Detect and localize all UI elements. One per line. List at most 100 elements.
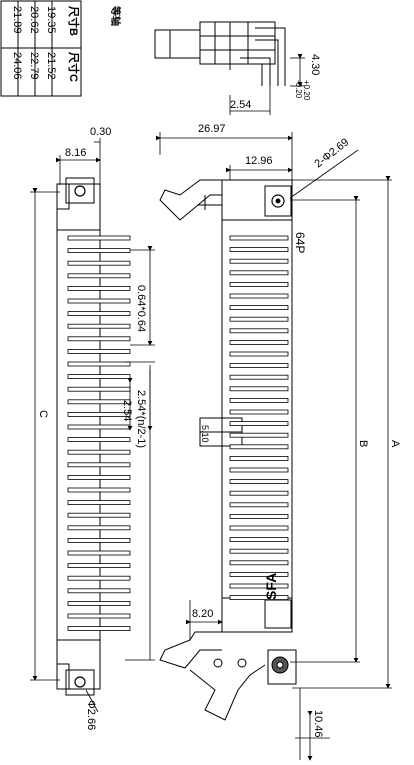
table-cell: 24.06 (11, 52, 23, 80)
pin (67, 462, 131, 468)
pin (67, 235, 131, 241)
pin (229, 548, 289, 554)
pin (229, 595, 289, 600)
dim-b: B (357, 440, 369, 447)
pin (229, 247, 289, 253)
pin (229, 305, 289, 311)
pin (229, 397, 289, 403)
pin (67, 512, 131, 518)
pin (229, 502, 289, 508)
pin (229, 316, 289, 322)
pin (67, 323, 131, 329)
pin (229, 467, 289, 473)
pin (67, 399, 131, 405)
left-view-dims (30, 188, 155, 713)
pin (229, 409, 289, 415)
pin (67, 411, 131, 417)
pin (67, 260, 131, 266)
pin (67, 449, 131, 455)
pin (229, 421, 289, 427)
pin (67, 311, 131, 317)
pin (229, 339, 289, 345)
dimension-table: 尺寸B 尺寸C 19.35 21.52 20.62 22.79 21.89 24… (0, 0, 82, 97)
dim-hole-266: Φ2.66 (85, 700, 97, 730)
dim-width-2697: 26.97 (198, 123, 226, 135)
pin (67, 348, 131, 354)
dim-pitch-top: 2.54 (230, 99, 251, 111)
pin (229, 281, 289, 287)
pin (229, 351, 289, 357)
pin (229, 363, 289, 369)
dim-pin-height: 4.30 (309, 54, 321, 75)
pin (67, 336, 131, 342)
right-view-dims (186, 176, 392, 761)
dim-c: C (37, 410, 49, 418)
dim-pitch-mid: 2.54 (121, 400, 133, 421)
pin-count-label: 64P (293, 232, 307, 253)
pin (67, 298, 131, 304)
pin-height-dim (290, 54, 305, 87)
side-view (154, 21, 286, 86)
pin (67, 248, 131, 254)
dim-width-1296: 12.96 (245, 155, 273, 167)
pin (67, 474, 131, 480)
dim-width-816: 8.16 (65, 147, 86, 159)
pin (229, 455, 289, 461)
width-dims (56, 132, 293, 185)
table-header-b: 尺寸B (67, 6, 81, 36)
pin (229, 432, 289, 438)
pin (229, 514, 289, 519)
pin (229, 490, 289, 496)
dim-pin-size: 0.64*0.64 (135, 285, 147, 332)
dim-tol-minus: -0.20 (294, 80, 303, 99)
side-note: 等轴 (109, 6, 122, 26)
table-cell: 20.62 (28, 6, 40, 34)
pin (67, 563, 131, 568)
dim-width-030: 0.30 (90, 126, 111, 138)
pin (67, 500, 131, 506)
pin (67, 550, 131, 556)
pin (229, 328, 289, 334)
dim-height-1046: 10.46 (312, 710, 324, 738)
pin-row-right (229, 235, 289, 600)
pin (67, 285, 131, 291)
pin (229, 583, 289, 589)
pin (229, 572, 289, 577)
table-cell: 21.89 (11, 6, 23, 34)
table-cell: 22.79 (28, 52, 40, 80)
pin (67, 437, 131, 443)
pin (229, 270, 289, 276)
front-view-body (56, 177, 101, 696)
dim-width-820: 8.20 (192, 608, 213, 620)
brand-marking: SFA (263, 573, 279, 600)
dim-pitch-formula: 2.54*(n/2-1) (135, 390, 147, 448)
dim-key-510: 5.10 (200, 425, 210, 443)
table-cell: 21.52 (45, 52, 57, 80)
pin (67, 613, 131, 619)
pitch-dim-top (229, 86, 271, 115)
pin-row-left (67, 235, 131, 631)
pin (229, 293, 289, 299)
pin (67, 525, 131, 531)
pin (229, 374, 289, 380)
dim-a: A (389, 440, 401, 448)
pin (67, 361, 131, 367)
pin (229, 258, 289, 264)
pin (229, 479, 289, 485)
pin (229, 537, 289, 542)
pin (67, 626, 131, 631)
pin (67, 601, 131, 606)
pin (229, 235, 289, 241)
pin (67, 588, 131, 594)
pin (229, 444, 289, 450)
pin (229, 386, 289, 392)
dim-hole-269: 2-Φ2.69 (312, 136, 351, 170)
pin (67, 273, 131, 279)
table-header-c: 尺寸C (67, 52, 81, 82)
pin (67, 538, 131, 543)
pin (67, 487, 131, 493)
pin (67, 386, 131, 392)
pin (229, 560, 289, 566)
table-cell: 19.35 (45, 6, 57, 34)
